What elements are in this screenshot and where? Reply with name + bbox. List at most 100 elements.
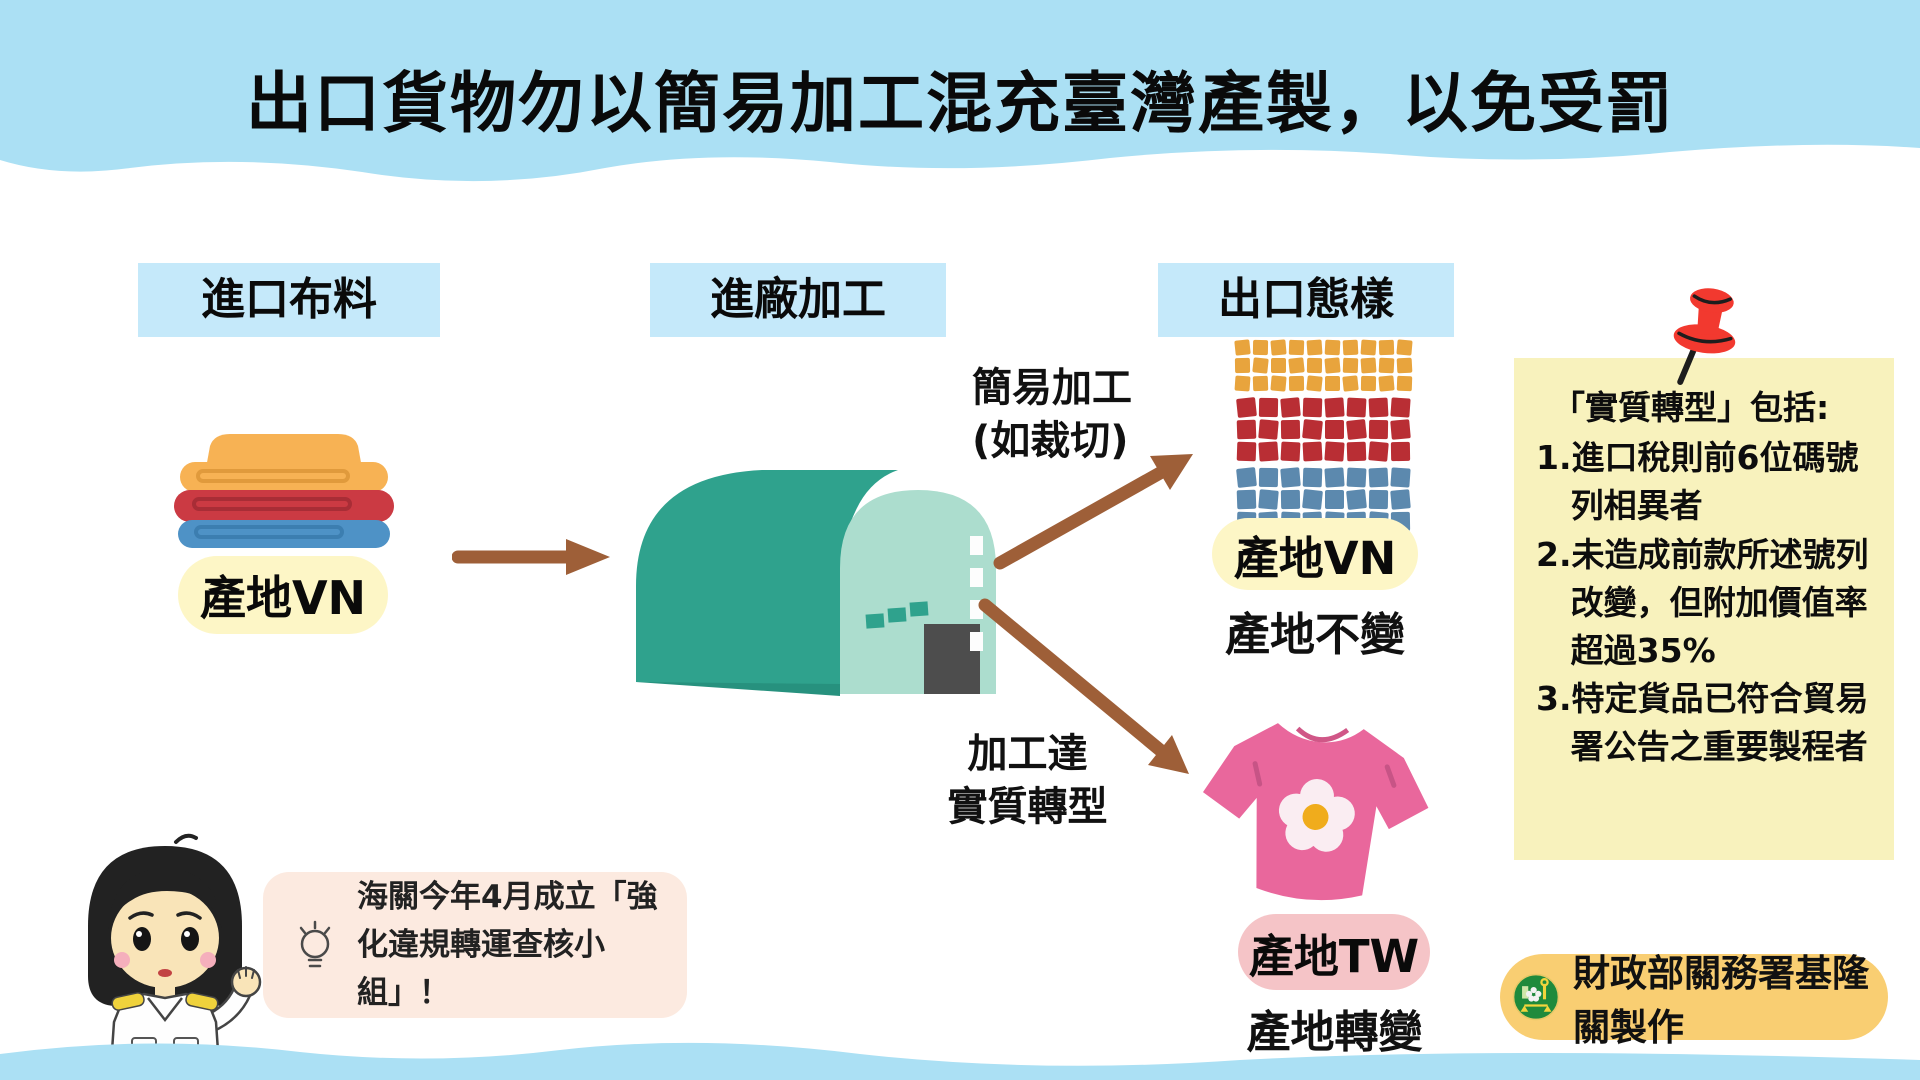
bottom-wave <box>0 1042 1920 1080</box>
label-simple-processing-line2: (如裁切) <box>972 417 1129 464</box>
label-substantial-processing-line2: 實質轉型 <box>947 783 1108 830</box>
fabric-swatch-square <box>1301 489 1323 510</box>
fabric-swatch-square <box>1252 375 1268 392</box>
fabric-swatch-square <box>1378 357 1394 374</box>
fabric-swatch-square <box>1257 419 1279 440</box>
fabric-swatch-square <box>1389 419 1411 440</box>
arrow-right-icon <box>452 539 610 575</box>
fabric-swatch-square <box>1342 357 1358 374</box>
fabric-swatch-square <box>1368 419 1388 440</box>
swatch-band-red <box>1228 397 1418 462</box>
fabric-swatch-square <box>1270 358 1286 373</box>
substantial-transformation-note: 「實質轉型」包括: 1.進口稅則前6位碼號列相異者 2.未造成前款所述號列改變，… <box>1514 358 1894 860</box>
fabric-swatch-square <box>1287 357 1305 374</box>
fabric-swatch-square <box>1302 397 1322 418</box>
fabric-swatch-square <box>1389 397 1411 418</box>
fabric-swatch-square <box>1342 339 1358 356</box>
arrow-down-right-icon <box>978 598 1189 774</box>
fabric-swatch-square <box>1279 397 1301 418</box>
fabric-swatch-square <box>1341 375 1359 392</box>
header-factory-processing: 進廠加工 <box>650 263 946 337</box>
fabric-swatch-square <box>1305 339 1323 356</box>
fabric-swatch-square <box>1280 489 1300 510</box>
fabric-swatch-square <box>1324 339 1340 356</box>
fabric-swatch-square <box>1288 375 1304 392</box>
fabric-swatch-square <box>1323 441 1345 462</box>
fabric-swatch-square <box>1324 376 1340 391</box>
credit-badge: 財政部關務署基隆關製作 <box>1500 952 1888 1049</box>
fabric-swatch-square <box>1258 467 1278 488</box>
fabric-swatch-square <box>1251 357 1269 374</box>
origin-pill-vn-left: 產地VN <box>178 556 388 634</box>
fabric-swatch-square <box>1368 489 1388 510</box>
fabric-swatch-square <box>1324 490 1344 509</box>
fabric-swatch-square <box>1359 339 1377 356</box>
fabric-swatch-square <box>1396 357 1412 374</box>
top-wave-banner <box>0 0 1920 182</box>
label-simple-processing-line1: 簡易加工 <box>972 365 1132 411</box>
fabric-swatch-square <box>1368 397 1388 418</box>
pushpin-icon <box>1673 288 1736 385</box>
fabric-swatch-square <box>1323 357 1341 374</box>
fabric-swatch-square <box>1346 467 1366 488</box>
fabric-swatch-square <box>1279 467 1301 488</box>
fabric-swatch-square <box>1269 339 1287 356</box>
fabric-swatches-illustration <box>1228 339 1418 532</box>
caption-origin-unchanged: 產地不變 <box>1224 608 1405 661</box>
factory-illustration <box>636 470 996 696</box>
fabric-swatch-square <box>1236 441 1256 462</box>
fabric-swatch-square <box>1324 420 1344 439</box>
speech-text: 海關今年4月成立「強化違規轉運查核小組」！ <box>357 878 658 1012</box>
fabric-swatch-square <box>1390 441 1410 462</box>
header-export-form: 出口態樣 <box>1158 263 1454 337</box>
fabric-swatch-square <box>1323 397 1345 418</box>
fabric-swatch-square <box>1346 397 1366 418</box>
fabric-swatch-square <box>1252 339 1268 356</box>
fabric-swatch-square <box>1360 375 1376 392</box>
label-substantial-processing: 加工達 實質轉型 <box>940 728 1115 834</box>
lightbulb-icon <box>299 920 331 968</box>
caption-origin-changed: 產地轉變 <box>1246 1007 1423 1058</box>
fabric-swatch-square <box>1301 419 1323 440</box>
fabric-swatch-square <box>1233 339 1251 356</box>
label-simple-processing: 簡易加工 (如裁切) <box>972 362 1192 468</box>
fabric-swatch-square <box>1345 419 1367 440</box>
note-item-3: 3.特定貨品已符合貿易署公告之重要製程者 <box>1536 679 1869 767</box>
fabric-swatch-square <box>1305 375 1323 392</box>
fabric-swatch-square <box>1306 357 1322 374</box>
fabric-swatch-square <box>1396 375 1412 392</box>
fabric-swatch-square <box>1367 441 1389 462</box>
fabric-swatch-square <box>1359 357 1377 374</box>
note-heading: 「實質轉型」包括: <box>1552 388 1830 427</box>
page-title: 出口貨物勿以簡易加工混充臺灣產製，以免受罰 <box>246 65 1674 142</box>
fabric-swatch-square <box>1302 441 1322 462</box>
fabric-swatch-square <box>1389 467 1411 488</box>
fabric-swatch-square <box>1280 419 1300 440</box>
fabric-swatch-square <box>1378 339 1394 356</box>
fabric-swatch-square <box>1288 339 1304 356</box>
fabric-swatch-square <box>1323 467 1345 488</box>
fabric-swatch-square <box>1257 489 1279 510</box>
customs-logo-icon <box>1512 973 1560 1021</box>
label-substantial-processing-line1: 加工達 <box>967 731 1088 777</box>
fabric-swatch-square <box>1345 489 1367 510</box>
fabric-swatch-square <box>1236 419 1256 440</box>
origin-pill-vn-right: 產地VN <box>1212 518 1418 590</box>
credit-text: 財政部關務署基隆關製作 <box>1572 952 1869 1049</box>
fabric-swatch-square <box>1258 397 1278 418</box>
fabric-swatch-square <box>1269 375 1287 392</box>
fabric-swatch-square <box>1346 441 1366 462</box>
fabric-swatch-square <box>1235 397 1257 418</box>
origin-pill-tw: 產地TW <box>1238 914 1430 990</box>
swatch-band-blue <box>1228 467 1418 532</box>
note-item-1: 1.進口稅則前6位碼號列相異者 <box>1536 438 1859 526</box>
header-import-fabric: 進口布料 <box>138 263 440 337</box>
fabric-swatch-square <box>1234 357 1250 374</box>
note-item-2: 2.未造成前款所述號列改變，但附加價值率超過35% <box>1536 534 1869 670</box>
fabric-swatch-square <box>1233 375 1251 392</box>
fabric-swatch-square <box>1257 441 1279 462</box>
fabric-swatch-square <box>1235 467 1257 488</box>
fabric-swatch-square <box>1389 489 1411 510</box>
speech-box: 海關今年4月成立「強化違規轉運查核小組」！ <box>263 872 687 1018</box>
